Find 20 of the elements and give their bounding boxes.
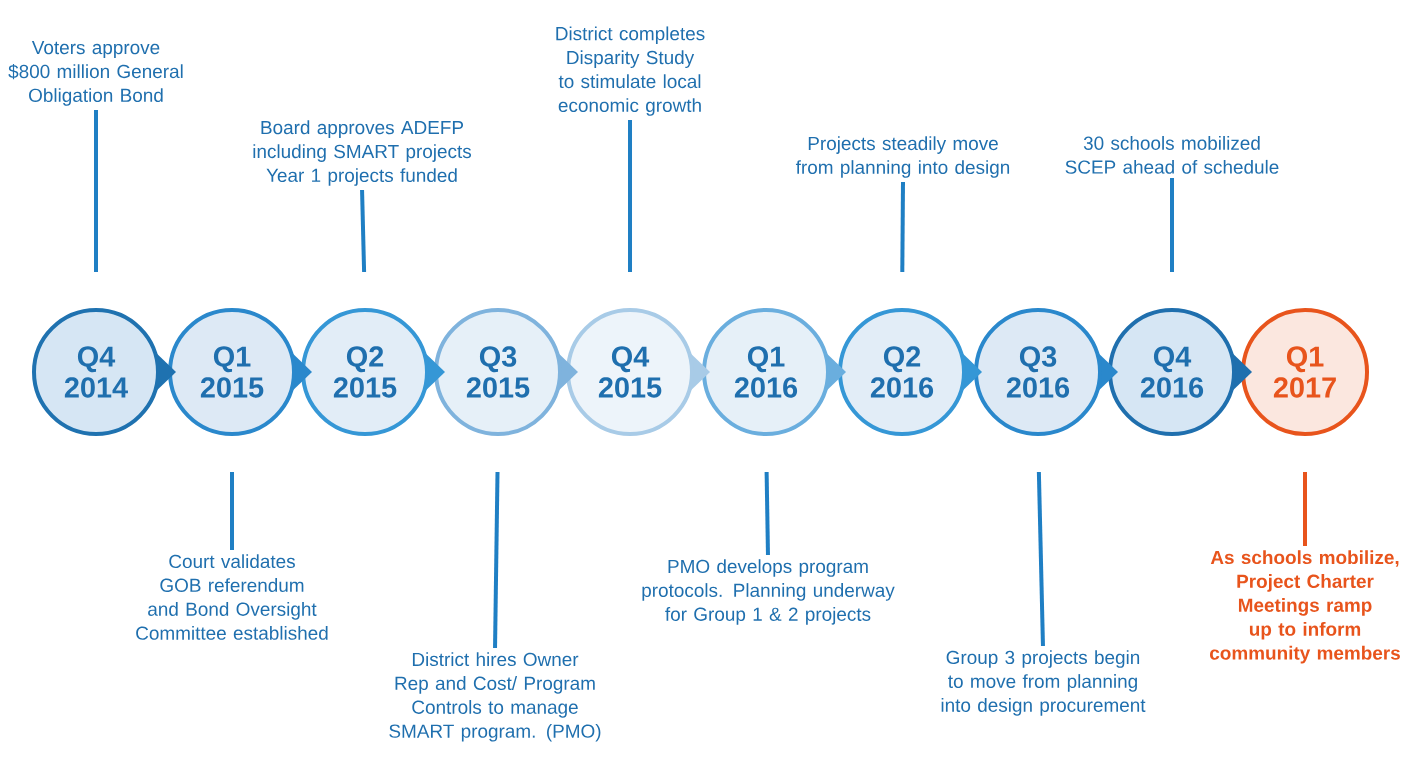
connector-line <box>493 471 500 649</box>
connector-line <box>94 110 98 272</box>
milestone-text: As schools mobilize, Project Charter Meetings ramp up to inform community members <box>1210 550 1400 664</box>
milestone-text: Board approves ADEFP including SMART projects Year 1 projects funded <box>253 120 472 186</box>
connector-line <box>360 189 367 273</box>
connector-line <box>1036 471 1045 647</box>
connector-line <box>900 181 905 273</box>
connector-line <box>1170 178 1174 272</box>
milestone-text: Court validates GOB referendum and Bond Oversight Committee established <box>136 554 328 640</box>
connector-line <box>230 472 234 550</box>
connector-line <box>1303 472 1307 546</box>
milestone-text: Projects steadily move from planning into design <box>795 136 1010 178</box>
connector-line <box>764 471 770 556</box>
milestone-text: District hires Owner Rep and Cost/ Program Controls to manage SMART program. (PMO) <box>389 652 601 742</box>
milestone-text: Group 3 projects begin to move from planning into design procurement <box>941 650 1146 716</box>
milestone-text: District completes Disparity Study to stimulate local economic growth <box>556 26 705 116</box>
milestone-text: PMO develops program protocols. Planning underway for Group 1 & 2 projects <box>642 559 895 625</box>
connector-line <box>628 120 632 272</box>
milestone-text: Voters approve $800 million General Obligation Bond <box>8 41 183 106</box>
milestone-text: 30 schools mobilized SCEP ahead of schedule <box>1065 136 1279 174</box>
